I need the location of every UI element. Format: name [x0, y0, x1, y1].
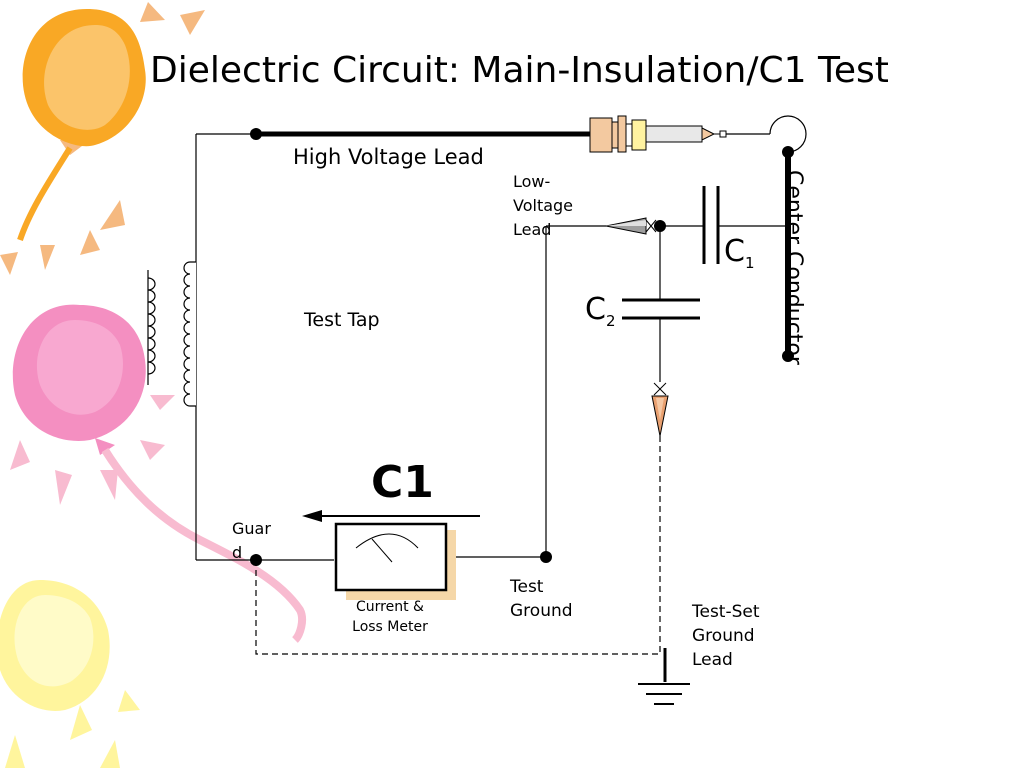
guard-label: Guard — [232, 519, 271, 562]
bushing-connector-icon — [589, 115, 807, 153]
meter-icon — [334, 522, 456, 600]
ground-probe-icon — [651, 382, 669, 437]
high-voltage-lead-label: High Voltage Lead — [293, 145, 484, 169]
center-top-dot — [782, 146, 794, 158]
test-ground-label: Test Ground — [510, 577, 573, 621]
yellow-balloon-icon — [0, 580, 140, 768]
current-arrow-icon — [302, 510, 480, 522]
meter-label: Current & Loss Meter — [352, 599, 428, 635]
c2-cap-subscript: 2 — [605, 312, 616, 330]
slide-title: Dielectric Circuit: Main-Insulation/C1 T… — [150, 50, 889, 91]
guard-dashed-wire — [255, 560, 660, 655]
orange-balloon-icon — [0, 2, 205, 275]
c2-capacitor-label: C2 — [585, 292, 616, 330]
center-bottom-dot — [782, 350, 794, 362]
c1-current-label: C1 — [371, 457, 434, 508]
test-set-ground-lead-label: Test-Set Ground Lead — [692, 602, 760, 670]
c1-capacitor-label: C1 — [724, 234, 755, 272]
ground-symbol-icon — [638, 648, 690, 705]
transformer-coil-icon — [147, 261, 196, 407]
low-voltage-clip-icon — [546, 217, 657, 235]
c1-cap-letter: C — [724, 234, 745, 269]
low-voltage-lead-label: Low-Voltage Lead — [513, 172, 574, 239]
center-conductor-label: Center Conductor — [781, 170, 806, 365]
c2-cap-letter: C — [585, 292, 606, 327]
c1-cap-subscript: 1 — [744, 254, 755, 272]
test-tap-label: Test Tap — [304, 309, 380, 331]
hv-junction-dot — [250, 128, 262, 140]
